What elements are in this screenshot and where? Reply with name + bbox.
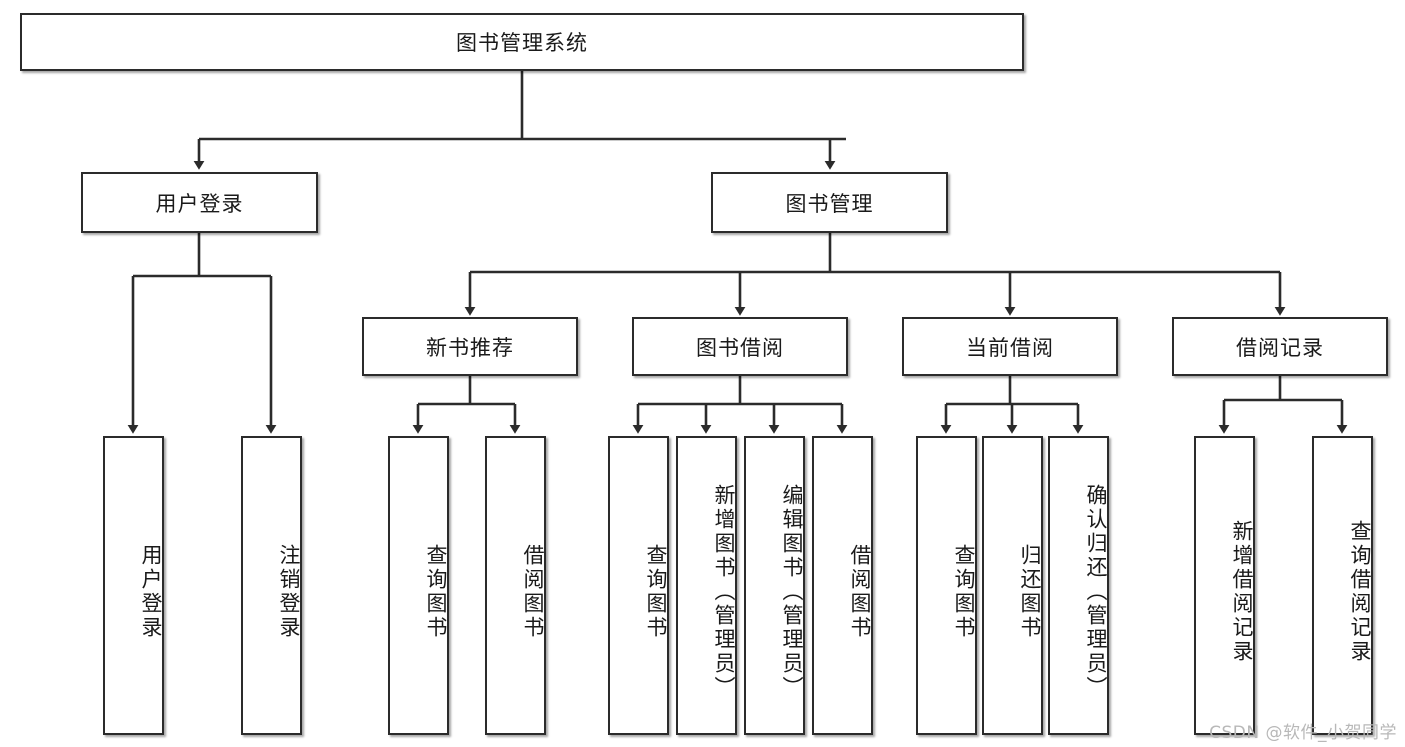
node-current-borrow[interactable]: 当前借阅 [902, 317, 1118, 376]
node-leaf-borrow-book-2[interactable]: 借阅图书 [812, 436, 873, 735]
node-leaf-user-login[interactable]: 用户登录 [103, 436, 164, 735]
node-leaf-query-book-3[interactable]: 查询图书 [916, 436, 977, 735]
node-book-borrow[interactable]: 图书借阅 [632, 317, 848, 376]
node-leaf-confirm-return-admin[interactable]: 确认归还（管理员） [1048, 436, 1109, 735]
node-new-book-recommend[interactable]: 新书推荐 [362, 317, 578, 376]
node-leaf-add-book-admin[interactable]: 新增图书（管理员） [676, 436, 737, 735]
node-user-login[interactable]: 用户登录 [81, 172, 318, 233]
node-leaf-query-book-1[interactable]: 查询图书 [388, 436, 449, 735]
node-leaf-return-book[interactable]: 归还图书 [982, 436, 1043, 735]
node-book-manage[interactable]: 图书管理 [711, 172, 948, 233]
node-leaf-query-book-2[interactable]: 查询图书 [608, 436, 669, 735]
node-leaf-query-borrow-record[interactable]: 查询借阅记录 [1312, 436, 1373, 735]
node-root-system[interactable]: 图书管理系统 [20, 13, 1024, 71]
node-leaf-add-borrow-record[interactable]: 新增借阅记录 [1194, 436, 1255, 735]
node-leaf-edit-book-admin[interactable]: 编辑图书（管理员） [744, 436, 805, 735]
node-leaf-logout-login[interactable]: 注销登录 [241, 436, 302, 735]
node-borrow-record[interactable]: 借阅记录 [1172, 317, 1388, 376]
node-leaf-borrow-book-1[interactable]: 借阅图书 [485, 436, 546, 735]
csdn-watermark: CSDN @软件_小贺同学 [1209, 723, 1397, 743]
